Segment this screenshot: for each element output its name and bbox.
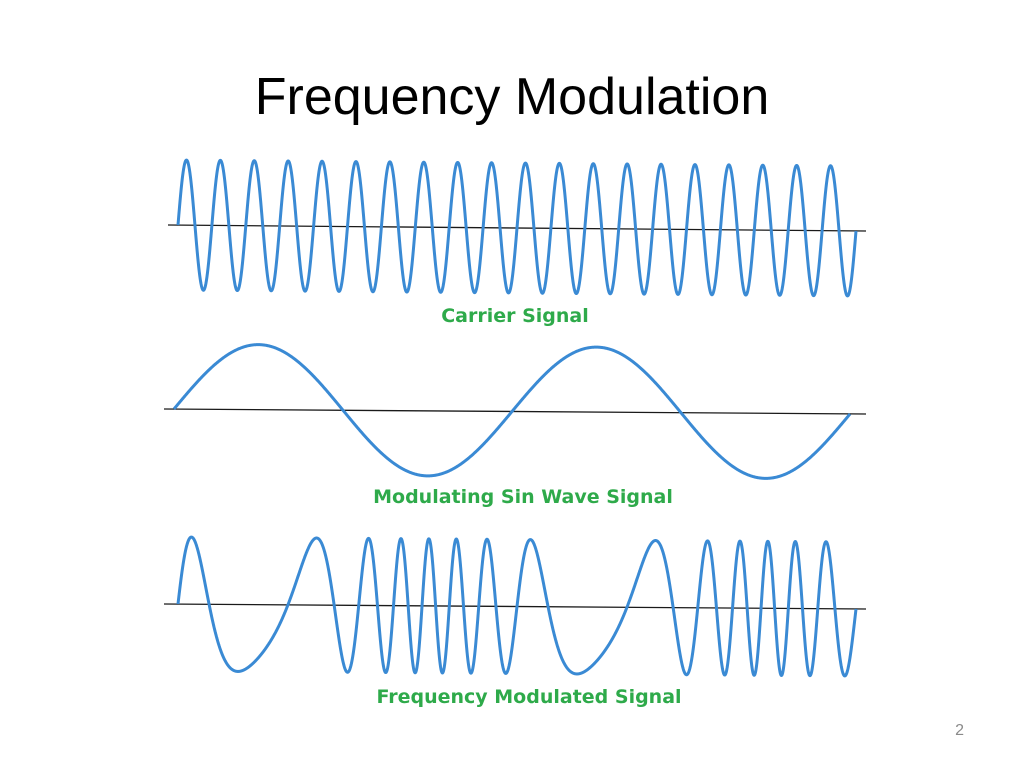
slide-number: 2 xyxy=(955,722,964,739)
modulating-signal-label: Modulating Sin Wave Signal xyxy=(373,486,673,508)
modulating-axis-line xyxy=(163,408,867,415)
modulated-axis-line xyxy=(163,603,867,610)
carrier-wave xyxy=(176,158,858,298)
modulated-signal-panel: Frequency Modulated Signal xyxy=(163,535,867,708)
modulated-wave xyxy=(176,535,858,678)
carrier-signal-label: Carrier Signal xyxy=(441,305,589,327)
modulating-signal-panel: Modulating Sin Wave Signal xyxy=(163,343,867,508)
carrier-signal-panel: Carrier Signal xyxy=(167,158,867,327)
slide-title: Frequency Modulation xyxy=(254,68,770,126)
modulated-signal-label: Frequency Modulated Signal xyxy=(376,686,681,708)
modulating-wave xyxy=(172,343,852,480)
